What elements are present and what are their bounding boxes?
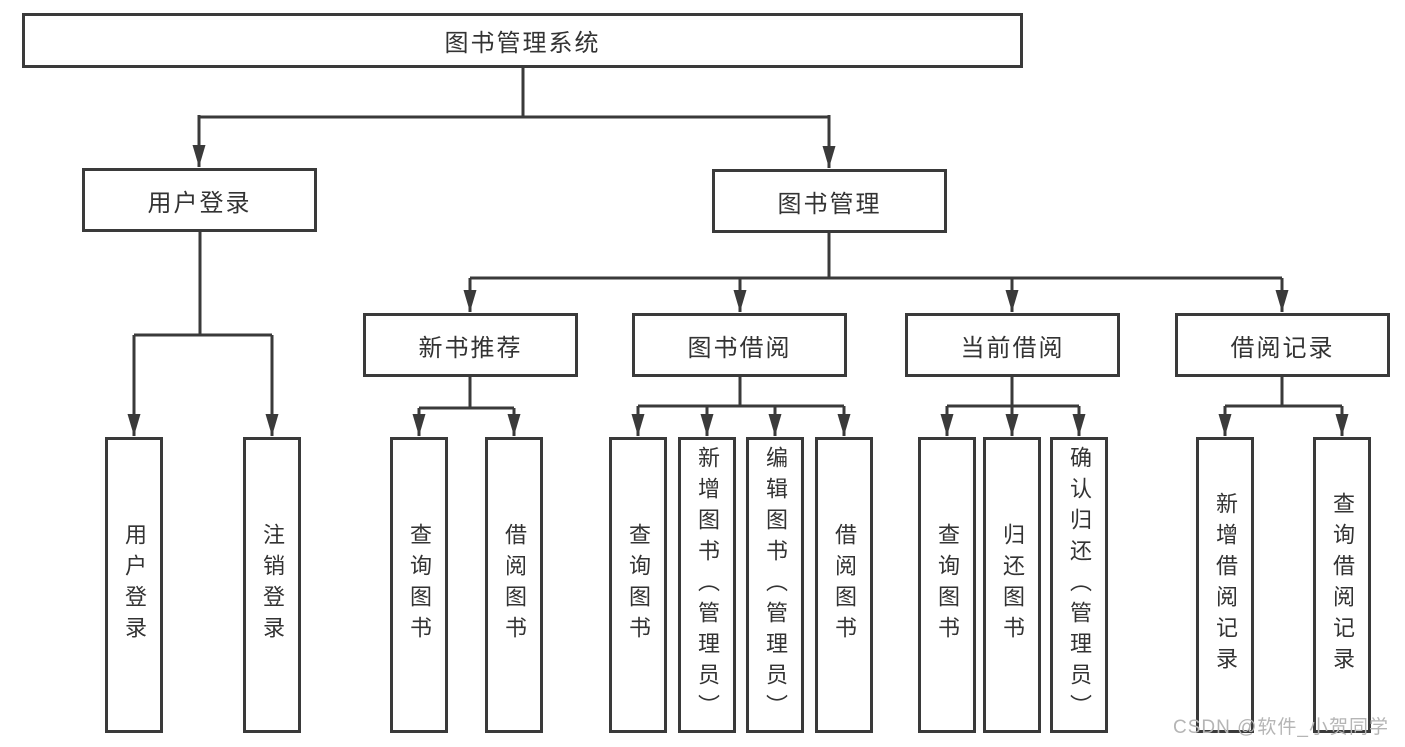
leaf-query-books-borrow: 查询图书	[609, 437, 667, 733]
leaf-query-books-current: 查询图书	[918, 437, 976, 733]
leaf-query-books-recommend: 查询图书	[390, 437, 448, 733]
leaf-edit-book-admin: 编辑图书（管理员）	[746, 437, 804, 733]
leaf-confirm-return-admin: 确认归还（管理员）	[1050, 437, 1108, 733]
watermark: CSDN @软件_小贺同学	[1173, 717, 1389, 738]
node-current-borrow: 当前借阅	[905, 313, 1120, 377]
node-book-borrow: 图书借阅	[632, 313, 847, 377]
leaf-logout: 注销登录	[243, 437, 301, 733]
node-library-system: 图书管理系统	[22, 13, 1023, 68]
leaf-add-book-admin: 新增图书（管理员）	[678, 437, 736, 733]
node-book-management: 图书管理	[712, 169, 947, 233]
leaf-user-login: 用户登录	[105, 437, 163, 733]
leaf-return-book: 归还图书	[983, 437, 1041, 733]
node-new-book-recommend: 新书推荐	[363, 313, 578, 377]
leaf-borrow-books: 借阅图书	[815, 437, 873, 733]
leaf-borrow-books-recommend: 借阅图书	[485, 437, 543, 733]
leaf-query-borrow-record: 查询借阅记录	[1313, 437, 1371, 733]
node-user-login: 用户登录	[82, 168, 317, 232]
leaf-add-borrow-record: 新增借阅记录	[1196, 437, 1254, 733]
node-borrow-records: 借阅记录	[1175, 313, 1390, 377]
